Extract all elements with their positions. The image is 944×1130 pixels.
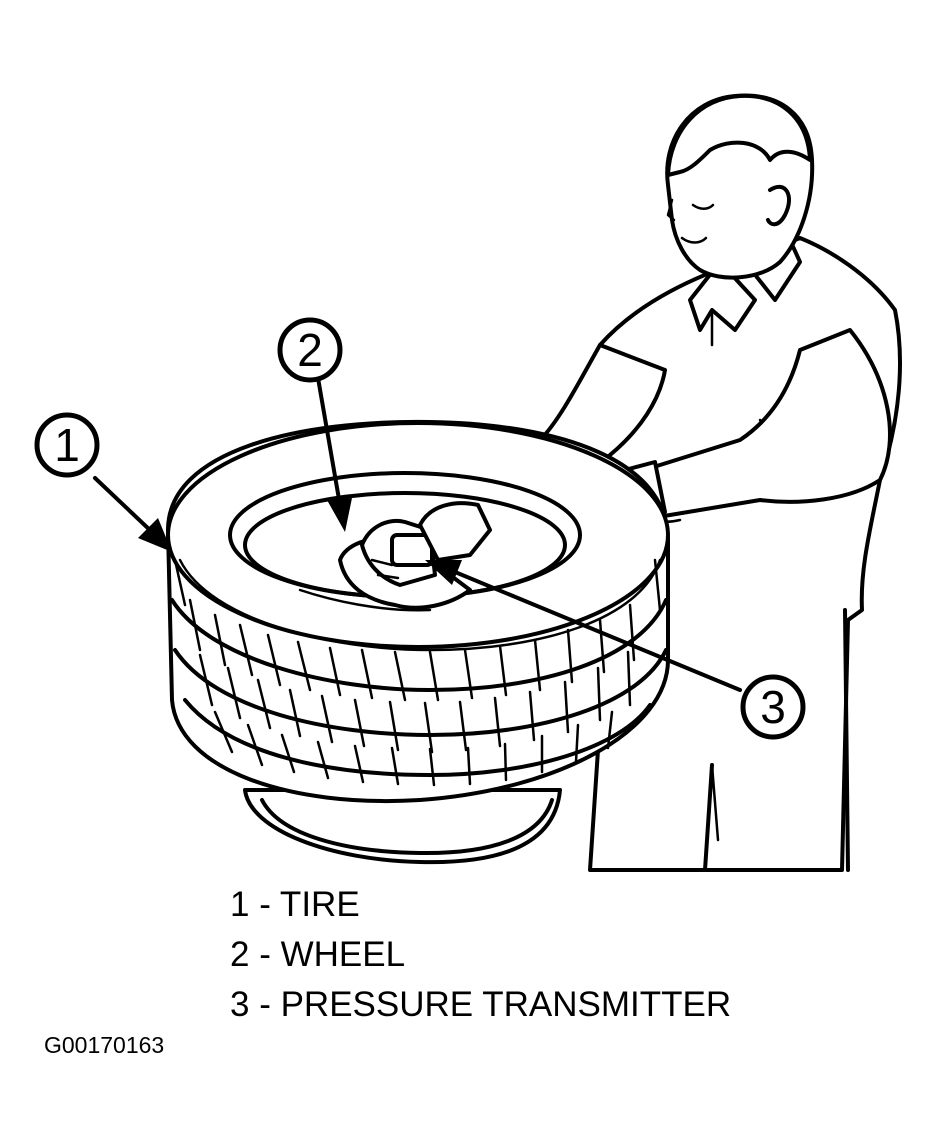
legend-item-wheel: 2 - WHEEL: [230, 935, 406, 974]
arrowhead-1-icon: [138, 518, 172, 552]
legend-item-pressure-transmitter: 3 - PRESSURE TRANSMITTER: [230, 985, 732, 1024]
wheel-rim-lower: [243, 788, 562, 865]
leader-arrow-1: [93, 476, 154, 534]
arrowhead-3-icon: [425, 560, 462, 585]
pressure-transmitter-hands: [360, 501, 492, 587]
legend: 1 - TIRE 2 - WHEEL 3 - PRESSURE TRANSMIT…: [230, 880, 731, 1030]
callout-1-number: 1: [54, 419, 80, 471]
legend-item-tire: 1 - TIRE: [230, 885, 360, 924]
callout-2-number: 2: [297, 324, 323, 376]
arrowhead-2-icon: [327, 498, 352, 532]
callout-arrows: [93, 376, 742, 692]
callout-1: 1: [34, 412, 100, 478]
callout-3-number: 3: [760, 681, 786, 733]
callout-3: 3: [740, 674, 806, 740]
leader-arrow-2: [316, 376, 342, 507]
callout-2: 2: [277, 317, 343, 383]
figure-id: G00170163: [44, 1032, 165, 1058]
leader-arrow-3: [453, 570, 742, 692]
tire: [166, 419, 670, 803]
